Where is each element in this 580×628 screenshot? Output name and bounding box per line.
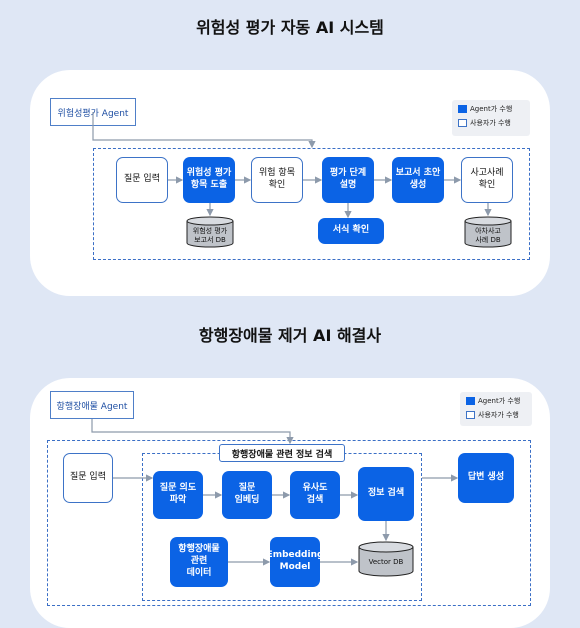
s1-report-db: 위험성 평가 보고서 DB bbox=[186, 216, 234, 248]
agent-swatch-icon bbox=[458, 105, 467, 113]
section2-legend: Agent가 수행 사용자가 수행 bbox=[460, 392, 532, 426]
s1-agent-arrow bbox=[92, 112, 316, 149]
database-icon bbox=[186, 216, 234, 248]
database-icon bbox=[464, 216, 512, 248]
s1-case-db-label: 아차사고 사례 DB bbox=[475, 227, 501, 244]
section1-legend: Agent가 수행 사용자가 수행 bbox=[452, 100, 530, 136]
section1-process-frame bbox=[93, 148, 530, 260]
section1-title: 위험성 평가 자동 AI 시스템 bbox=[196, 18, 384, 37]
agent-swatch-icon bbox=[466, 397, 475, 405]
s1-step-derive-items: 위험성 평가 항목 도출 bbox=[183, 157, 235, 203]
legend-user-text: 사용자가 수행 bbox=[478, 411, 519, 419]
s2-answer-generation: 답변 생성 bbox=[458, 453, 514, 503]
legend-agent-text: Agent가 수행 bbox=[478, 397, 521, 405]
s2-step-embedding: 질문 임베딩 bbox=[222, 471, 272, 519]
user-swatch-icon bbox=[466, 411, 475, 419]
section2-title: 항행장애물 제거 AI 해결사 bbox=[198, 326, 382, 345]
legend-agent-text: Agent가 수행 bbox=[470, 105, 513, 113]
s1-step-accident-cases: 사고사례 확인 bbox=[461, 157, 513, 203]
s2-search-header: 항행장애물 관련 정보 검색 bbox=[219, 444, 345, 462]
user-swatch-icon bbox=[458, 119, 467, 127]
s1-step-explain-stage: 평가 단계 설명 bbox=[322, 157, 374, 203]
s1-case-db: 아차사고 사례 DB bbox=[464, 216, 512, 248]
s1-step-question-input: 질문 입력 bbox=[116, 157, 168, 203]
s1-step-report-draft: 보고서 초안 생성 bbox=[392, 157, 444, 203]
s2-question-input: 질문 입력 bbox=[63, 453, 113, 503]
s2-vector-db: Vector DB bbox=[358, 541, 414, 577]
s1-step-check-items: 위험 항목 확인 bbox=[251, 157, 303, 203]
s2-step-info-search: 정보 검색 bbox=[358, 467, 414, 521]
s2-embedding-model: Embedding Model bbox=[267, 537, 323, 587]
s1-report-db-label: 위험성 평가 보고서 DB bbox=[192, 227, 228, 244]
legend-user-text: 사용자가 수행 bbox=[470, 119, 511, 127]
s1-form-check: 서식 확인 bbox=[318, 218, 384, 244]
database-icon bbox=[358, 541, 414, 577]
section2-agent-label: 항행장애물 Agent bbox=[50, 391, 134, 419]
s2-agent-arrow bbox=[91, 419, 294, 445]
s2-vector-db-label: Vector DB bbox=[368, 558, 404, 566]
s2-step-intent: 질문 의도 파악 bbox=[153, 471, 203, 519]
s2-step-similarity: 유사도 검색 bbox=[290, 471, 340, 519]
s2-data-box: 항행장애물 관련 데이터 bbox=[170, 537, 228, 587]
